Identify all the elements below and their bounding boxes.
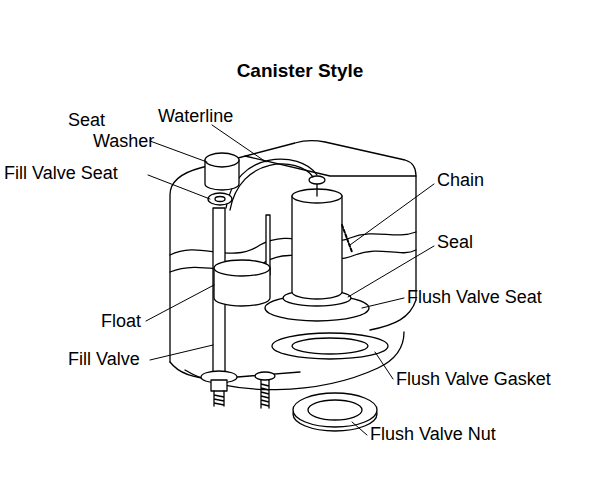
leader-line — [350, 184, 434, 245]
flush-valve-canister — [292, 196, 342, 299]
part-label: Fill Valve — [68, 349, 140, 370]
flush-valve-gasket — [272, 333, 388, 359]
tank-back-rim — [245, 156, 416, 176]
part-label: Seal — [437, 232, 473, 253]
part-label: Flush Valve Nut — [370, 424, 496, 445]
chain — [342, 225, 352, 252]
waterline-tube — [230, 164, 313, 210]
leader-line — [150, 141, 207, 162]
leader-line — [352, 422, 367, 435]
float-top — [214, 260, 270, 276]
part-label: Flush Valve Gasket — [396, 369, 551, 390]
leader-line — [362, 298, 404, 308]
flush-valve-nut — [293, 393, 377, 427]
part-label: Chain — [437, 170, 484, 191]
leader-line — [150, 345, 213, 360]
flush-valve-gasket-hole — [292, 338, 368, 354]
leader-line — [212, 125, 266, 162]
flush-valve-cap — [309, 176, 325, 184]
part-label: Flush Valve Seat — [407, 287, 542, 308]
leader-line — [375, 352, 393, 379]
part-label: Waterline — [158, 106, 233, 127]
flush-valve-nut-hole — [308, 400, 362, 420]
fill-valve-shank — [214, 391, 224, 406]
leader-line — [146, 285, 214, 321]
fill-valve-seat-ring — [208, 193, 232, 205]
leader-line — [148, 175, 210, 199]
fill-valve-cap-top — [205, 153, 239, 167]
tank-bolt — [261, 380, 269, 408]
fill-valve-seat-hole — [215, 197, 225, 202]
fill-valve-nut — [211, 380, 227, 391]
diagram-title: Canister Style — [237, 60, 364, 82]
part-label: Fill Valve Seat — [4, 163, 118, 184]
tank-bolt-nut — [255, 372, 275, 380]
part-label: Float — [101, 311, 141, 332]
tank-outline — [170, 141, 416, 362]
part-label: Seat Washer — [68, 110, 161, 152]
